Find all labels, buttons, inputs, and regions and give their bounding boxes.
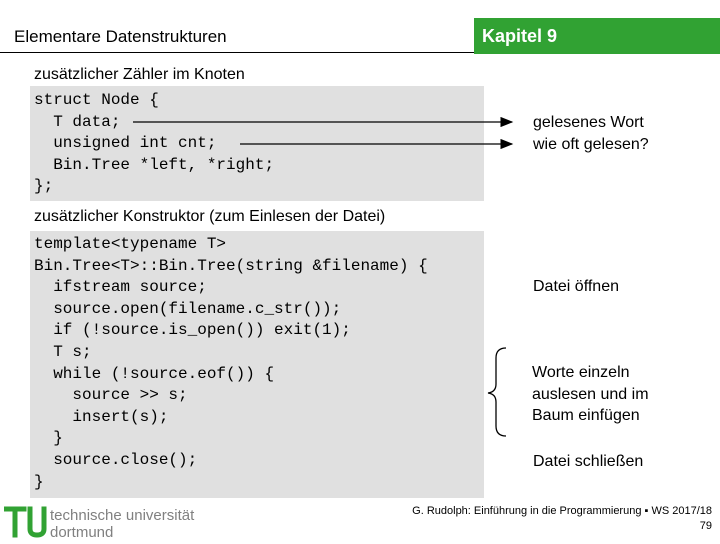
- university-line1: technische universität: [50, 507, 195, 524]
- footer: G. Rudolph: Einführung in die Programmie…: [412, 504, 712, 534]
- chapter-label: Kapitel 9: [482, 26, 558, 46]
- note-insert-words: Worte einzeln auslesen und im Baum einfü…: [532, 364, 649, 424]
- chapter-banner: Kapitel 9: [474, 18, 720, 54]
- note-close-file: Datei schließen: [533, 453, 644, 470]
- header-bar: Elementare Datenstrukturen: [0, 22, 475, 53]
- section-heading-counter: zusätzlicher Zähler im Knoten: [34, 66, 245, 83]
- brace-icon: [487, 347, 507, 437]
- footer-credit: G. Rudolph: Einführung in die Programmie…: [412, 505, 712, 517]
- note-open-file: Datei öffnen: [533, 278, 619, 295]
- page-number: 79: [699, 520, 712, 532]
- struct-code: struct Node { T data; unsigned int cnt; …: [34, 91, 275, 196]
- note-word-count: gelesenes Wort wie oft gelesen?: [533, 114, 649, 153]
- section-heading-constructor: zusätzlicher Konstruktor (zum Einlesen d…: [34, 208, 386, 225]
- code-block-constructor: template<typename T> Bin.Tree<T>::Bin.Tr…: [30, 231, 484, 498]
- university-name: technische universität dortmund: [50, 507, 194, 541]
- constructor-code: template<typename T> Bin.Tree<T>::Bin.Tr…: [34, 235, 428, 491]
- university-line2: dortmund: [50, 524, 114, 541]
- tu-logo-icon: [3, 505, 48, 544]
- slide-title: Elementare Datenstrukturen: [14, 27, 227, 46]
